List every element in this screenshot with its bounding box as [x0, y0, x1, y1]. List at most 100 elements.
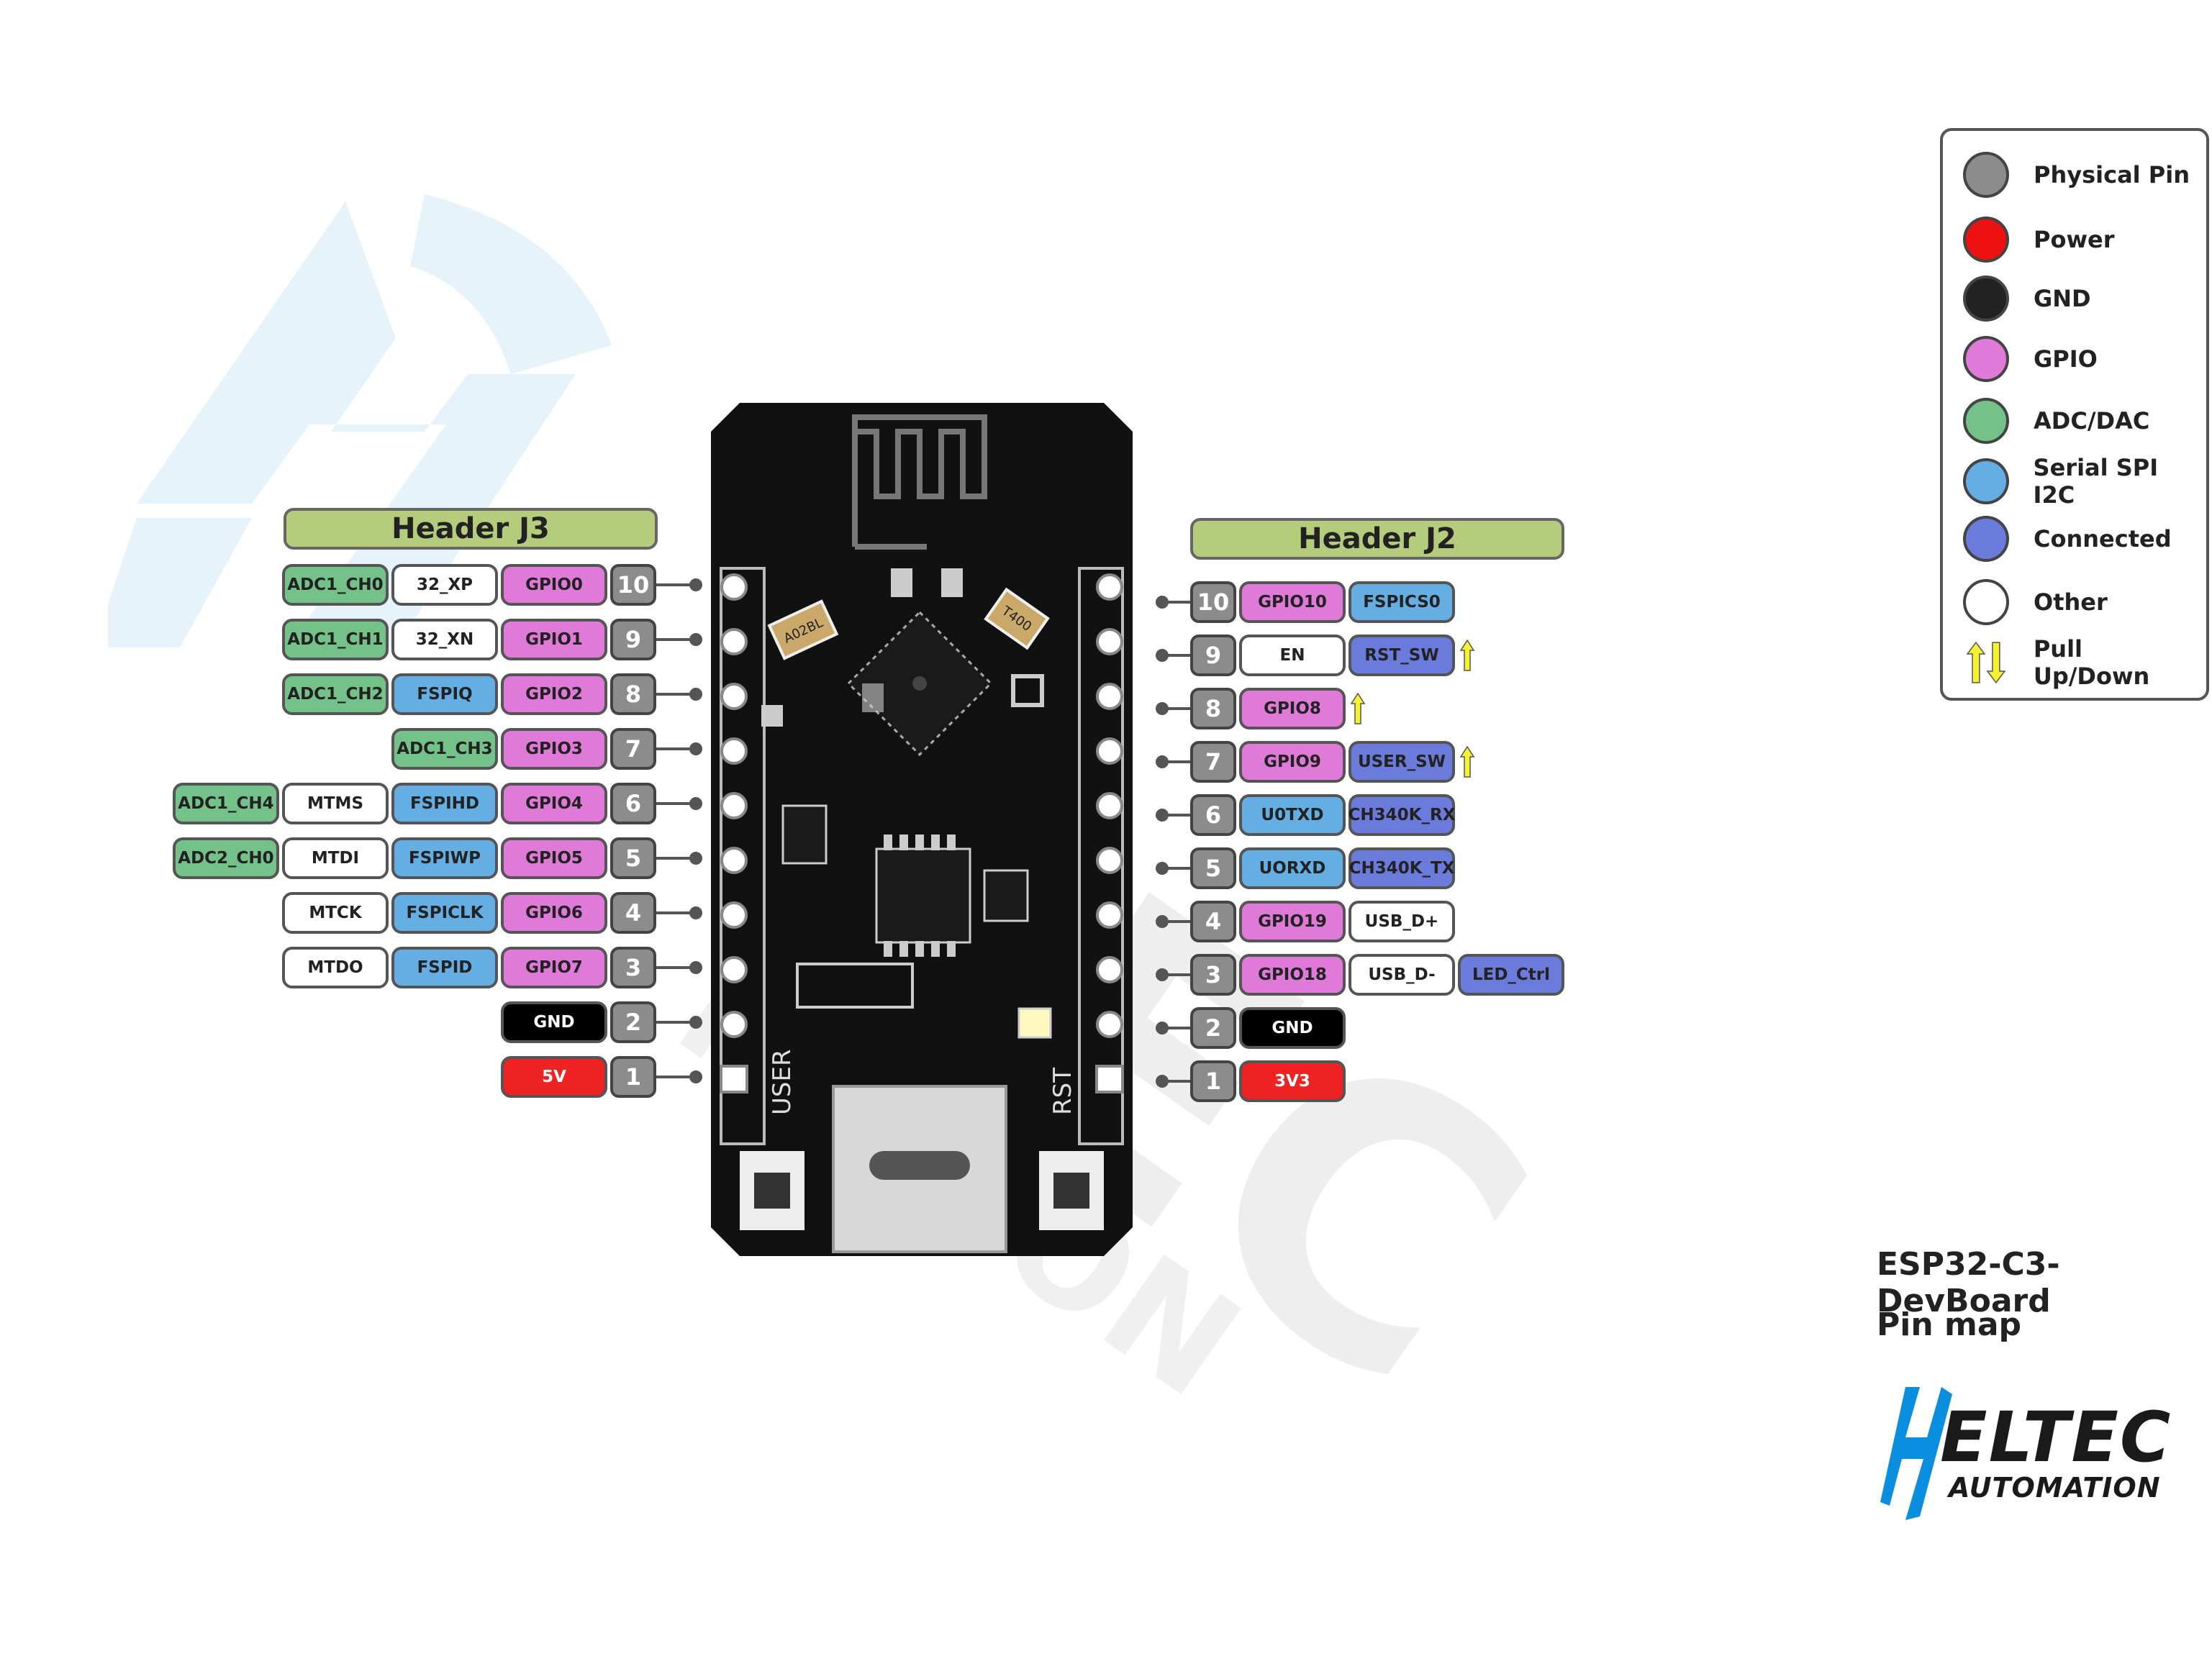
pin-number: 6 [1190, 794, 1236, 836]
pin-label-power: 5V [501, 1056, 607, 1098]
legend-item: Connected [1963, 514, 2172, 564]
pin-label-connected: CH340K_RX [1348, 794, 1455, 836]
pin-label-gpio: GPIO19 [1239, 901, 1346, 942]
pin-dot [689, 1070, 702, 1083]
pin-label-other: 32_XP [391, 564, 498, 606]
pin-lead [656, 583, 692, 586]
pin-label-other: USB_D- [1348, 954, 1455, 996]
pin-label-other: MTDI [282, 837, 389, 879]
esp32-c3-board: A02BL T400 USER RST [711, 403, 1133, 1256]
pin-label-gpio: GPIO8 [1239, 688, 1346, 729]
legend-swatch [1963, 579, 2009, 625]
pin-number: 9 [1190, 635, 1236, 676]
pin-label-adc: ADC1_CH2 [282, 673, 389, 715]
legend-label: Power [2034, 226, 2115, 253]
pin-label-serial: FSPIQ [391, 673, 498, 715]
pin-dot [689, 906, 702, 919]
pin-lead [656, 966, 692, 969]
legend-item: ADC/DAC [1963, 396, 2149, 446]
pin-label-gnd: GND [1239, 1007, 1346, 1049]
pin-lead [656, 638, 692, 641]
pin-lead [656, 911, 692, 914]
pin-lead [656, 693, 692, 696]
pin-lead [1161, 601, 1190, 604]
pin-number: 9 [610, 619, 656, 660]
board-header-holes-left [720, 573, 748, 1093]
pin-lead [656, 857, 692, 860]
pin-label-gpio: GPIO18 [1239, 954, 1346, 996]
pin-number: 1 [1190, 1060, 1236, 1102]
pin-label-connected: RST_SW [1348, 635, 1455, 676]
pin-label-serial: FSPIHD [391, 783, 498, 824]
silk-user-label: USER [768, 1049, 797, 1115]
legend-swatch [1963, 152, 2009, 198]
pin-number: 10 [610, 564, 656, 606]
legend-label: ADC/DAC [2034, 407, 2150, 435]
legend-item: Power [1963, 214, 2114, 265]
legend-label: Serial SPI I2C [2033, 454, 2159, 509]
pin-lead [656, 1021, 692, 1024]
pin-label-serial: FSPID [391, 947, 498, 988]
pin-number: 4 [610, 892, 656, 934]
pin-number: 3 [610, 947, 656, 988]
pull-up-down-arrows-icon [1966, 641, 2006, 684]
header-j2-title: Header J2 [1190, 518, 1564, 560]
pin-dot [689, 633, 702, 646]
pin-dot [689, 852, 702, 865]
legend-label: GND [2034, 285, 2091, 312]
pin-label-power: 3V3 [1239, 1060, 1346, 1102]
legend-swatch [1963, 336, 2009, 382]
legend-item: Pull Up/Down [1963, 635, 2206, 690]
pin-lead [1161, 1080, 1190, 1083]
pin-label-gnd: GND [501, 1001, 607, 1043]
legend-item: Other [1963, 577, 2108, 627]
legend-label: GPIO [2034, 345, 2098, 373]
heltec-logo: ELTEC AUTOMATION [1877, 1380, 2208, 1524]
pin-number: 5 [610, 837, 656, 879]
pin-lead [656, 747, 692, 750]
pin-number: 7 [1190, 741, 1236, 783]
pin-label-gpio: GPIO1 [501, 619, 607, 660]
pin-dot [689, 1016, 702, 1029]
pin-label-other: MTDO [282, 947, 389, 988]
pull-up-arrow-icon [1459, 639, 1475, 671]
legend-swatch [1963, 398, 2009, 444]
pin-label-gpio: GPIO5 [501, 837, 607, 879]
pin-lead [656, 802, 692, 805]
pin-dot [689, 742, 702, 755]
pin-lead [1161, 1027, 1190, 1029]
pin-number: 10 [1190, 581, 1236, 623]
pin-label-other: MTCK [282, 892, 389, 934]
pin-label-gpio: GPIO3 [501, 728, 607, 770]
pin-lead [1161, 867, 1190, 870]
pin-label-adc: ADC1_CH4 [173, 783, 279, 824]
pin-dot [689, 961, 702, 974]
pin-label-gpio: GPIO2 [501, 673, 607, 715]
pin-label-serial: U0TXD [1239, 794, 1346, 836]
pin-label-serial: FSPICLK [391, 892, 498, 934]
pin-number: 8 [1190, 688, 1236, 729]
legend-item: GPIO [1963, 334, 2098, 384]
legend-label: Pull Up/Down [2033, 635, 2150, 690]
pin-label-gpio: GPIO4 [501, 783, 607, 824]
logo-brand-text: ELTEC [1940, 1397, 2172, 1478]
board-header-holes-right [1095, 573, 1124, 1093]
pin-label-connected: USER_SW [1348, 741, 1455, 783]
legend-item: Physical Pin [1963, 150, 2190, 200]
pin-dot [689, 688, 702, 701]
pin-label-other: MTMS [282, 783, 389, 824]
pin-number: 5 [1190, 847, 1236, 889]
pin-label-adc: ADC1_CH0 [282, 564, 389, 606]
legend-label: Physical Pin [2034, 161, 2190, 188]
logo-sub-text: AUTOMATION [1949, 1472, 2161, 1504]
pin-lead [1161, 920, 1190, 923]
legend-swatch [1963, 516, 2009, 562]
pin-label-gpio: GPIO10 [1239, 581, 1346, 623]
pin-label-other: EN [1239, 635, 1346, 676]
pin-label-gpio: GPIO7 [501, 947, 607, 988]
header-j3-title: Header J3 [284, 508, 658, 550]
pin-lead [1161, 707, 1190, 710]
pin-number: 3 [1190, 954, 1236, 996]
legend-swatch [1963, 458, 2009, 504]
